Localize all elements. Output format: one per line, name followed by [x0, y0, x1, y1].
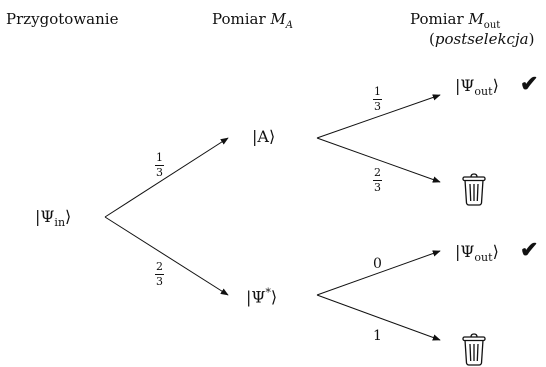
prob-star-to-trash: 1: [373, 328, 382, 344]
node-a: |A⟩: [252, 127, 276, 146]
check-icon: ✔: [520, 237, 539, 263]
header-measurement-out: Pomiar Mout: [410, 10, 501, 31]
node-psi-out-bottom: |Ψout⟩: [455, 242, 499, 265]
node-psi-out-top: |Ψout⟩: [455, 76, 499, 99]
arrow-a-to-out: [316, 94, 441, 139]
prob-star-to-out: 0: [373, 256, 382, 272]
arrow-star-to-out: [316, 250, 441, 296]
node-psi-in: |Ψin⟩: [35, 207, 72, 230]
node-psi-star: |Ψ*⟩: [246, 286, 278, 307]
arrow-in-to-star: [104, 216, 229, 296]
header-preparation: Przygotowanie: [6, 10, 119, 28]
header-measurement-a: Pomiar MA: [212, 10, 294, 31]
check-icon: ✔: [520, 71, 539, 97]
arrow-in-to-a: [104, 137, 229, 218]
arrow-a-to-trash: [316, 137, 441, 183]
header-postselection: (postselekcja): [429, 30, 535, 48]
arrow-star-to-trash: [316, 294, 441, 341]
